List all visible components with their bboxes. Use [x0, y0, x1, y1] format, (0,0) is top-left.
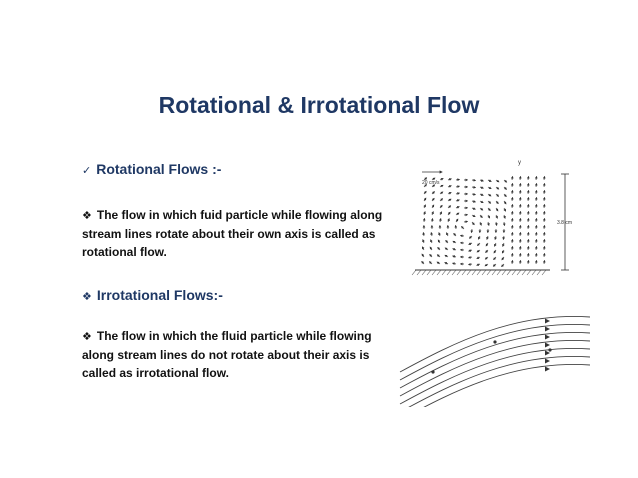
- particles: [431, 340, 552, 374]
- irrotational-description: ❖The flow in which the fluid particle wh…: [82, 327, 402, 382]
- rotational-heading: ✓ Rotational Flows :-: [82, 161, 221, 177]
- vector-field: [421, 175, 546, 268]
- diamond-bullet-icon: ❖: [82, 291, 92, 303]
- diamond-bullet-icon: ❖: [82, 210, 92, 222]
- irrotational-heading: ❖ Irrotational Flows:-: [82, 287, 223, 303]
- rotational-heading-text: Rotational Flows :-: [96, 161, 222, 177]
- ground-hatch: [411, 269, 547, 276]
- check-icon: ✓: [82, 165, 92, 177]
- streamlines: [399, 316, 591, 407]
- irrotational-flow-figure: [399, 316, 591, 407]
- rotational-description: ❖The flow in which fuid particle while f…: [82, 206, 402, 261]
- scale-label: 20 cm/s: [422, 180, 440, 186]
- rotational-flow-figure: 20 cm/s y 3.8 cm: [411, 160, 572, 276]
- y-axis-label: y: [518, 160, 521, 166]
- slide-title: Rotational & Irrotational Flow: [158, 92, 480, 118]
- diamond-bullet-icon: ❖: [82, 331, 92, 343]
- height-label: 3.8 cm: [557, 220, 572, 226]
- irrotational-heading-text: Irrotational Flows:-: [96, 287, 223, 303]
- irrotational-description-text: The flow in which the fluid particle whi…: [82, 329, 372, 380]
- rotational-description-text: The flow in which fuid particle while fl…: [82, 208, 383, 259]
